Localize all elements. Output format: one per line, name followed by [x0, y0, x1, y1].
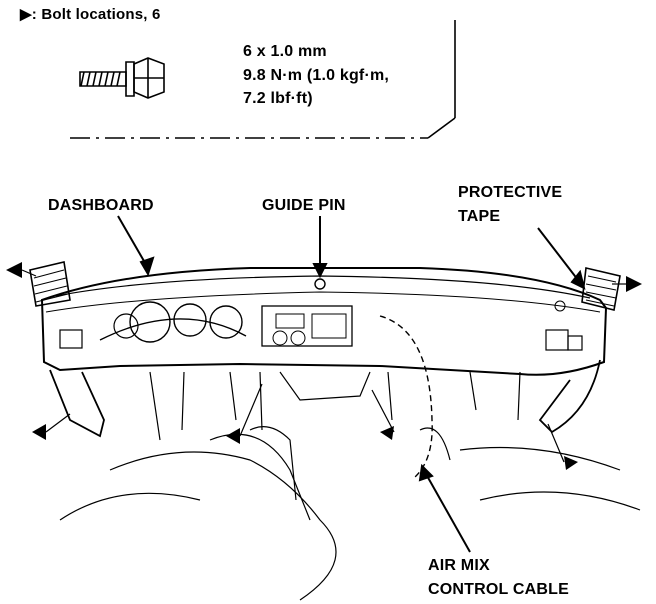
protective-tape-label-line1: PROTECTIVE — [458, 184, 563, 201]
protective-tape-label-line2: TAPE — [458, 208, 501, 225]
legend-title-text: : Bolt locations, 6 — [31, 6, 161, 23]
bolt-size-spec: 6 x 1.0 mm — [243, 43, 327, 60]
callout-leaders — [117, 215, 586, 553]
dashboard-body — [40, 267, 608, 479]
dashboard-label: DASHBOARD — [48, 197, 154, 214]
bolt-markers — [6, 262, 642, 470]
bolt-torque-spec-line2: 7.2 lbf·ft) — [243, 90, 313, 107]
bolt-marker-top-left — [6, 262, 22, 278]
bolt-marker-top-right — [626, 276, 642, 292]
bolt-icon — [79, 57, 165, 99]
air-mix-cable-label-line1: AIR MIX — [428, 557, 490, 574]
lower-structure — [59, 371, 641, 601]
air-mix-cable-label-line2: CONTROL CABLE — [428, 581, 569, 598]
protective-tape-left — [29, 261, 71, 307]
bolt-marker-left — [32, 424, 46, 440]
bolt-torque-spec-line1: 9.8 N·m (1.0 kgf·m, — [243, 67, 390, 84]
bolt-marker-center — [380, 426, 394, 440]
dashboard-side-brackets — [49, 359, 601, 438]
legend-title: ▶: Bolt locations, 6 — [20, 5, 161, 24]
bolt-marker-symbol: ▶ — [20, 6, 32, 23]
bolt-marker-leaders — [21, 269, 626, 463]
bolt-marker-center-left — [226, 428, 240, 444]
protective-tape-right — [581, 267, 621, 311]
guide-pin-label: GUIDE PIN — [262, 197, 346, 214]
bolt-marker-right — [564, 456, 578, 470]
legend-frame — [70, 20, 456, 139]
